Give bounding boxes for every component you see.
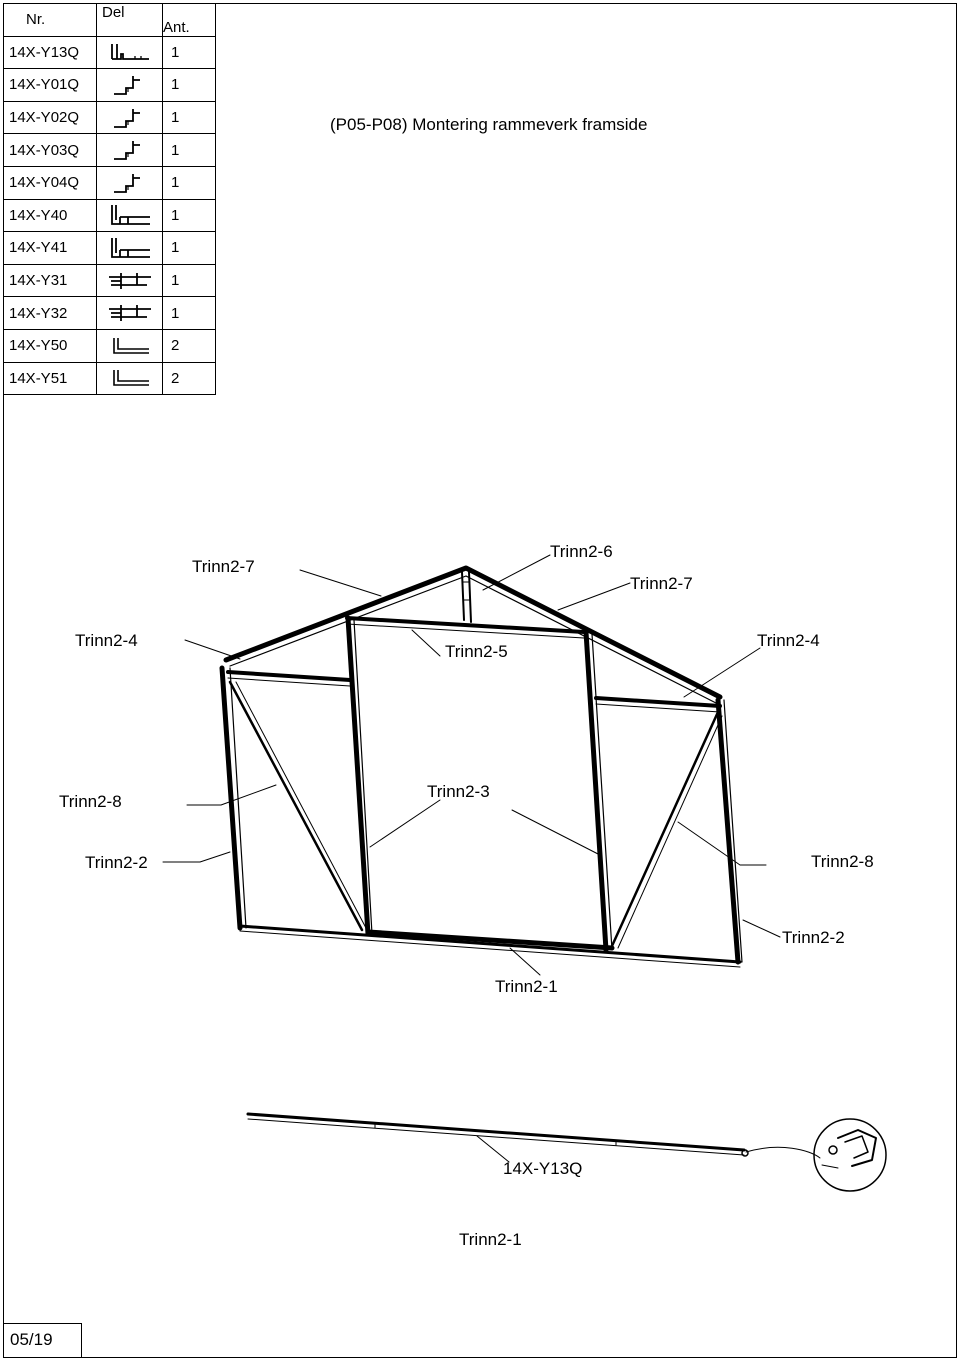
profile-angle-icon <box>96 361 163 396</box>
label-trinn2-7-left: Trinn2-7 <box>192 557 255 576</box>
label-trinn2-3: Trinn2-3 <box>427 782 490 801</box>
top-crossbar <box>345 616 586 639</box>
part-number: 14X-Y03Q <box>3 133 97 167</box>
roof-frame <box>223 565 723 704</box>
part-quantity: 1 <box>162 165 216 200</box>
parts-table-row: 14X-Y02Q 1 <box>3 100 216 135</box>
part-quantity: 1 <box>162 263 216 298</box>
part-quantity: 2 <box>162 361 216 396</box>
leader-lines <box>162 554 821 1163</box>
part-number: 14X-Y31 <box>3 263 97 298</box>
parts-table-header: Nr. Del Ant. <box>3 3 216 37</box>
loose-rail-14x-y13q <box>246 1112 749 1157</box>
part-quantity: 1 <box>162 198 216 233</box>
part-number: 14X-Y51 <box>3 361 97 396</box>
side-crossbars <box>226 670 722 713</box>
vertical-posts <box>219 615 743 965</box>
part-quantity: 2 <box>162 328 216 363</box>
label-trinn2-4-left: Trinn2-4 <box>75 631 138 650</box>
label-trinn2-1: Trinn2-1 <box>495 977 558 996</box>
parts-table-row: 14X-Y50 2 <box>3 328 216 363</box>
profile-angle-icon <box>96 328 163 363</box>
parts-table-row: 14X-Y03Q 1 <box>3 133 216 167</box>
profile-detail-circle <box>813 1118 887 1192</box>
parts-table-row: 14X-Y04Q 1 <box>3 165 216 200</box>
diagonal-braces <box>228 680 723 949</box>
assembly-title: (P05-P08) Montering rammeverk framside <box>330 115 648 134</box>
part-quantity: 1 <box>162 100 216 135</box>
part-number: 14X-Y41 <box>3 231 97 265</box>
header-del: Del <box>96 3 163 37</box>
label-trinn2-4-right: Trinn2-4 <box>757 631 820 650</box>
part-number: 14X-Y13Q <box>3 35 97 70</box>
label-trinn2-8-left: Trinn2-8 <box>59 792 122 811</box>
label-trinn2-8-right: Trinn2-8 <box>811 852 874 871</box>
parts-table-row: 14X-Y13Q 1 <box>3 35 216 70</box>
drawing-sheet-border <box>3 3 957 1358</box>
label-trinn2-7-right: Trinn2-7 <box>630 574 693 593</box>
label-trinn2-5: Trinn2-5 <box>445 642 508 661</box>
page-number: 05/19 <box>3 1323 82 1358</box>
label-trinn2-2-left: Trinn2-2 <box>85 853 148 872</box>
part-quantity: 1 <box>162 35 216 70</box>
profile-corner-icon <box>96 198 163 233</box>
parts-table-row: 14X-Y51 2 <box>3 361 216 396</box>
header-ant: Ant. <box>162 3 216 37</box>
bottom-rail <box>238 924 742 968</box>
parts-table-row: 14X-Y31 1 <box>3 263 216 298</box>
part-number: 14X-Y50 <box>3 328 97 363</box>
label-trinn2-2-right: Trinn2-2 <box>782 928 845 947</box>
label-trinn2-6: Trinn2-6 <box>550 542 613 561</box>
part-number: 14X-Y02Q <box>3 100 97 135</box>
part-quantity: 1 <box>162 133 216 167</box>
label-trinn2-1-bottom: Trinn2-1 <box>459 1230 522 1249</box>
part-number: 14X-Y04Q <box>3 165 97 200</box>
profile-step-icon <box>96 133 163 167</box>
label-part-14x-y13q: 14X-Y13Q <box>503 1159 583 1178</box>
part-number: 14X-Y01Q <box>3 68 97 102</box>
